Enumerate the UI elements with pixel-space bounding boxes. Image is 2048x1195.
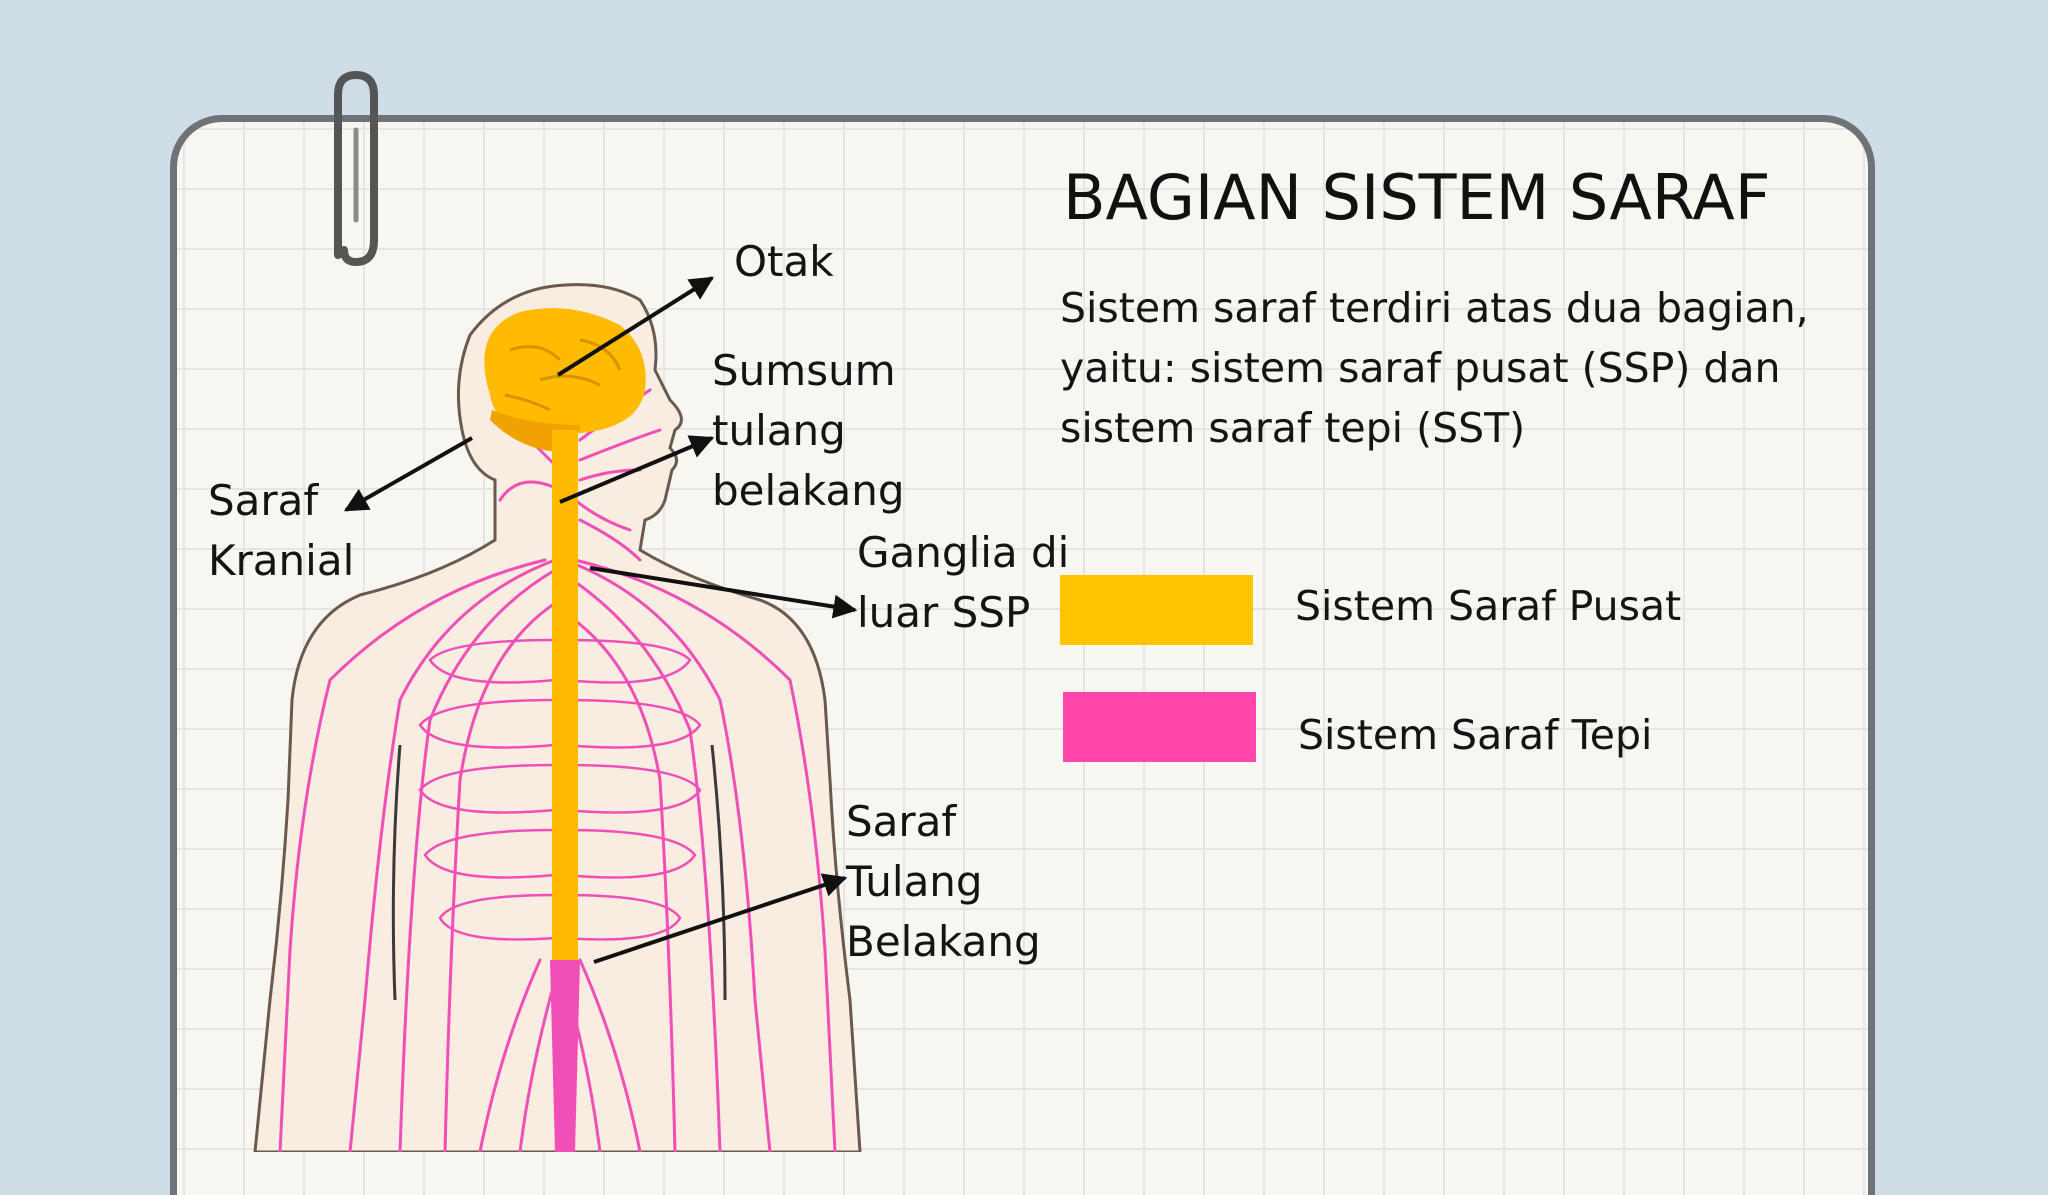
label-line: Otak (734, 237, 834, 286)
label-line: Kranial (208, 536, 355, 585)
label-line: Saraf (208, 476, 319, 525)
description-line: Sistem saraf terdiri atas dua bagian, (1060, 284, 1809, 332)
page-title: BAGIAN SISTEM SARAF (1063, 161, 1771, 234)
label-line: Saraf (846, 797, 957, 846)
description-line: yaitu: sistem saraf pusat (SSP) dan (1060, 344, 1781, 392)
description-text: Sistem saraf terdiri atas dua bagian, ya… (1060, 278, 1820, 458)
label-line: tulang (712, 406, 846, 455)
central-nervous-system (484, 308, 646, 1152)
legend-swatch-pns (1063, 692, 1256, 762)
intercostal-nerves (418, 638, 702, 941)
label-line: Ganglia di (857, 528, 1070, 577)
label-line: belakang (712, 466, 905, 515)
label-line: Belakang (846, 917, 1041, 966)
label-otak: Otak (734, 232, 834, 292)
label-ganglia: Ganglia di luar SSP (857, 523, 1069, 643)
label-saraf-kranial: Saraf Kranial (208, 471, 354, 591)
legend-swatch-cns (1060, 575, 1253, 645)
description-line: sistem saraf tepi (SST) (1060, 404, 1526, 452)
legend-label-cns: Sistem Saraf Pusat (1295, 582, 1682, 630)
nervous-system-illustration (253, 276, 862, 1152)
spinal-cord-shape (552, 430, 578, 975)
legend-label-pns: Sistem Saraf Tepi (1298, 711, 1653, 759)
paperclip-icon (334, 70, 378, 267)
label-sumsum-tulang-belakang: Sumsum tulang belakang (712, 341, 905, 521)
label-line: Sumsum (712, 346, 896, 395)
label-line: luar SSP (857, 588, 1031, 637)
label-saraf-tulang-belakang: Saraf Tulang Belakang (846, 792, 1041, 972)
pointer-arrows (343, 276, 858, 964)
label-line: Tulang (846, 857, 983, 906)
